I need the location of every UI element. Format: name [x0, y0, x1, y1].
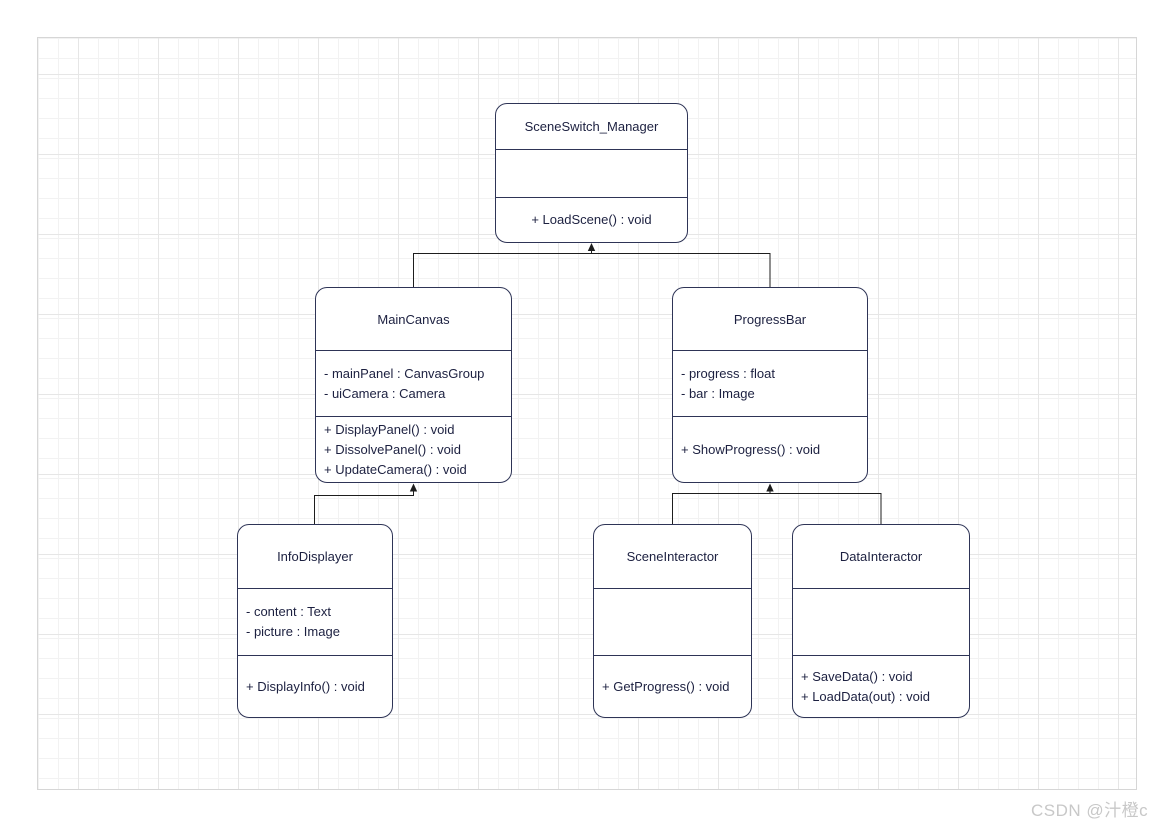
class-method-line: + DisplayPanel() : void: [324, 421, 455, 437]
class-methods-compartment: + ShowProgress() : void: [673, 417, 867, 482]
class-method-line: + LoadData(out) : void: [801, 688, 930, 704]
class-field-line: - mainPanel : CanvasGroup: [324, 365, 485, 381]
class-methods-compartment: + LoadScene() : void: [496, 198, 687, 242]
watermark-csdn: CSDN @汁橙c: [1031, 801, 1149, 820]
class-method-line: + LoadScene() : void: [531, 212, 652, 227]
class-method-line: + DisplayInfo() : void: [246, 678, 365, 694]
class-box-progressbar: ProgressBar - progress : float - bar : I…: [672, 287, 868, 483]
class-methods-compartment: + SaveData() : void + LoadData(out) : vo…: [793, 656, 969, 717]
class-methods-compartment: + GetProgress() : void: [594, 656, 751, 717]
class-method-line: + SaveData() : void: [801, 668, 913, 684]
class-method-line: + DissolvePanel() : void: [324, 441, 461, 457]
class-box-sceneinteractor: SceneInteractor + GetProgress() : void: [593, 524, 752, 718]
class-title: ProgressBar: [673, 288, 867, 351]
class-field-line: - uiCamera : Camera: [324, 385, 446, 401]
class-field-line: - bar : Image: [681, 385, 755, 401]
class-fields-compartment: - progress : float - bar : Image: [673, 351, 867, 417]
class-title: DataInteractor: [793, 525, 969, 589]
class-title: InfoDisplayer: [238, 525, 392, 589]
class-fields-compartment: [793, 589, 969, 656]
class-fields-compartment: - content : Text - picture : Image: [238, 589, 392, 656]
class-field-line: - progress : float: [681, 365, 775, 381]
class-box-datainteractor: DataInteractor + SaveData() : void + Loa…: [792, 524, 970, 718]
class-title: SceneSwitch_Manager: [496, 104, 687, 150]
class-box-infodisplayer: InfoDisplayer - content : Text - picture…: [237, 524, 393, 718]
class-method-line: + GetProgress() : void: [602, 678, 730, 694]
class-box-sceneswitch-manager: SceneSwitch_Manager + LoadScene() : void: [495, 103, 688, 243]
class-methods-compartment: + DisplayPanel() : void + DissolvePanel(…: [316, 417, 511, 482]
class-title: MainCanvas: [316, 288, 511, 351]
class-method-line: + ShowProgress() : void: [681, 441, 821, 457]
class-fields-compartment: [594, 589, 751, 656]
class-fields-compartment: - mainPanel : CanvasGroup - uiCamera : C…: [316, 351, 511, 417]
class-box-maincanvas: MainCanvas - mainPanel : CanvasGroup - u…: [315, 287, 512, 483]
class-fields-compartment: [496, 150, 687, 198]
class-method-line: + UpdateCamera() : void: [324, 461, 467, 477]
class-field-line: - content : Text: [246, 604, 332, 619]
class-methods-compartment: + DisplayInfo() : void: [238, 656, 392, 717]
class-field-line: - picture : Image: [246, 624, 340, 639]
class-title: SceneInteractor: [594, 525, 751, 589]
